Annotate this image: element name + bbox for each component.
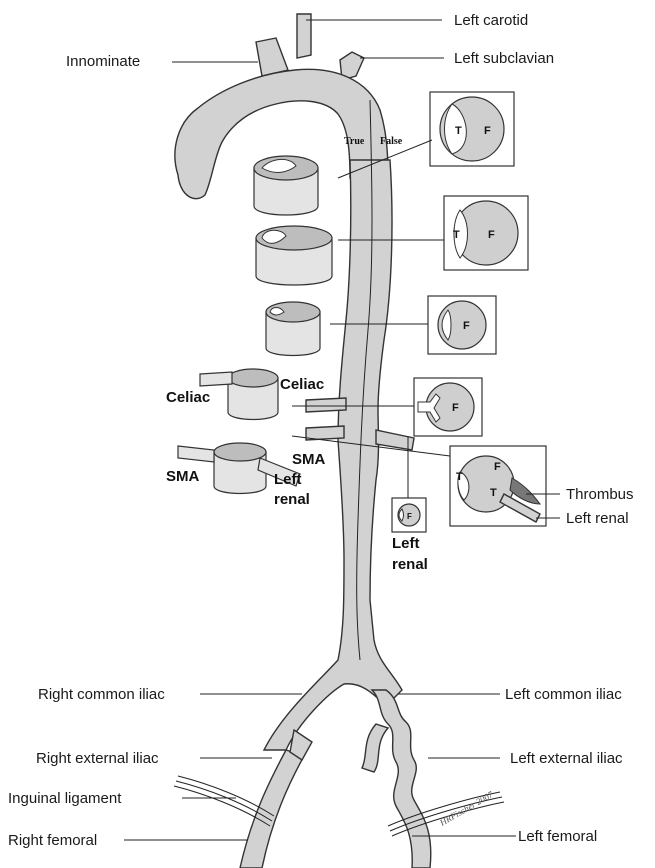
label-right-external-iliac: Right external iliac (36, 750, 159, 767)
label-left-renal: Left renal (566, 510, 629, 527)
label-inguinal-ligament: Inguinal ligament (8, 790, 122, 807)
label-celiac-left: Celiac (166, 389, 210, 406)
inset-5: F T T (450, 446, 546, 526)
label-left-renal-mid-1: Left (392, 535, 420, 552)
label-left-common-iliac: Left common iliac (505, 686, 622, 703)
label-left-renal-ring-1: Left (274, 471, 302, 488)
artist-signature: HRFischer 2007 (437, 789, 495, 828)
innominate-artery (256, 38, 288, 76)
label-innominate: Innominate (66, 53, 140, 70)
label-left-subclavian: Left subclavian (454, 50, 554, 67)
label-left-renal-ring-2: renal (274, 491, 310, 508)
false-lumen-label-4: F (452, 402, 459, 414)
iliac-vessels (240, 690, 431, 868)
inset-boxes: T F T F F F F T (392, 92, 546, 532)
label-right-femoral: Right femoral (8, 832, 97, 849)
ring-celiac (200, 369, 278, 420)
true-lumen-label-2: T (453, 229, 460, 241)
celiac-artery-stub (306, 398, 346, 412)
label-false: False (380, 136, 403, 147)
label-celiac-aorta: Celiac (280, 376, 324, 393)
cross-section-rings (178, 156, 332, 494)
false-lumen-label-3: F (463, 320, 470, 332)
label-thrombus: Thrombus (566, 486, 634, 503)
label-sma-aorta: SMA (292, 451, 326, 468)
sma-artery-stub (306, 426, 344, 440)
inset-3: F (428, 296, 496, 354)
false-lumen-label-1: F (484, 125, 491, 137)
inset-1: T F (430, 92, 514, 166)
right-iliac-femoral (240, 750, 304, 868)
left-carotid-artery (297, 14, 311, 58)
true-lumen-label-5b: T (490, 487, 497, 499)
label-left-carotid: Left carotid (454, 12, 528, 29)
label-true: True (344, 136, 365, 147)
left-common-iliac-tortuous (372, 690, 431, 868)
label-left-external-iliac: Left external iliac (510, 750, 623, 767)
false-lumen-label-6: F (407, 512, 412, 521)
left-external-iliac-branch (362, 724, 388, 772)
label-left-femoral: Left femoral (518, 828, 597, 845)
inguinal-ligaments (174, 776, 504, 836)
ring-3 (266, 302, 320, 356)
inset-2: T F (444, 196, 528, 270)
label-sma-left: SMA (166, 468, 200, 485)
inset-4: F (414, 378, 482, 436)
ring-2 (256, 226, 332, 285)
label-left-renal-mid-2: renal (392, 556, 428, 573)
true-lumen-label-5: T (456, 471, 463, 483)
inset-6: F (392, 498, 426, 532)
ring-1 (254, 156, 318, 215)
false-lumen-label-5: F (494, 461, 501, 473)
label-right-common-iliac: Right common iliac (38, 686, 165, 703)
false-lumen-label-2: F (488, 229, 495, 241)
true-lumen-label-1: T (455, 125, 462, 137)
